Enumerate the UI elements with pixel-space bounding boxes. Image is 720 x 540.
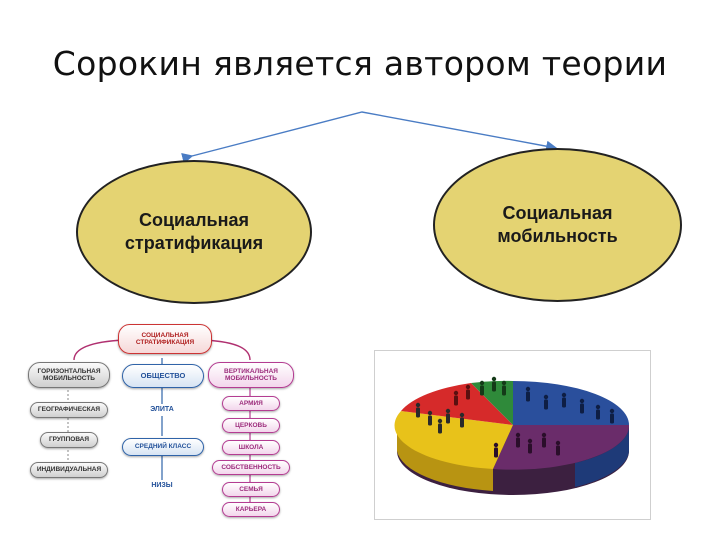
pie-graphic (394, 376, 630, 495)
mindmap-geographic-node: ГЕОГРАФИЧЕСКАЯ (30, 402, 108, 418)
mindmap-school-node: ШКОЛА (222, 440, 280, 455)
pie-side-blue (575, 425, 630, 487)
mindmap-lower-node: НИЗЫ (151, 482, 173, 489)
mindmap-society-node: ОБЩЕСТВО (122, 364, 204, 388)
pie-slice-purple (493, 425, 630, 470)
society-pie-illustration (374, 350, 651, 520)
stratification-mindmap: СОЦИАЛЬНАЯ СТРАТИФИКАЦИЯ ГОРИЗОНТАЛЬНАЯ … (26, 320, 302, 520)
mindmap-property-node: СОБСТВЕННОСТЬ (212, 460, 290, 475)
slide-title: Сорокин является автором теории (52, 44, 668, 83)
mindmap-individual-node: ИНДИВИДУАЛЬНАЯ (30, 462, 108, 478)
pie-slice-yellow (394, 411, 513, 469)
mindmap-elite-node: ЭЛИТА (150, 406, 174, 413)
concept-mobility-ellipse: Социальная мобильность (433, 148, 682, 302)
concept-stratification-label: Социальная стратификация (124, 210, 264, 253)
mindmap-family-node: СЕМЬЯ (222, 482, 280, 497)
title-bracket-connector (181, 111, 558, 164)
mindmap-middle-class-node: СРЕДНИЙ КЛАСС (122, 438, 204, 456)
mindmap-church-node: ЦЕРКОВЬ (222, 418, 280, 433)
mindmap-career-node: КАРЬЕРА (222, 502, 280, 517)
mindmap-vertical-node: ВЕРТИКАЛЬНАЯ МОБИЛЬНОСТЬ (208, 362, 294, 388)
mindmap-army-node: АРМИЯ (222, 396, 280, 411)
pie-side-yellow (397, 425, 493, 491)
concept-stratification-ellipse: Социальная стратификация (76, 160, 312, 304)
mindmap-center-node: СОЦИАЛЬНАЯ СТРАТИФИКАЦИЯ (118, 324, 212, 354)
mindmap-group-node: ГРУППОВАЯ (40, 432, 98, 448)
mindmap-horizontal-node: ГОРИЗОНТАЛЬНАЯ МОБИЛЬНОСТЬ (28, 362, 110, 388)
concept-mobility-label: Социальная мобильность (497, 203, 618, 246)
people-figures (415, 376, 615, 458)
